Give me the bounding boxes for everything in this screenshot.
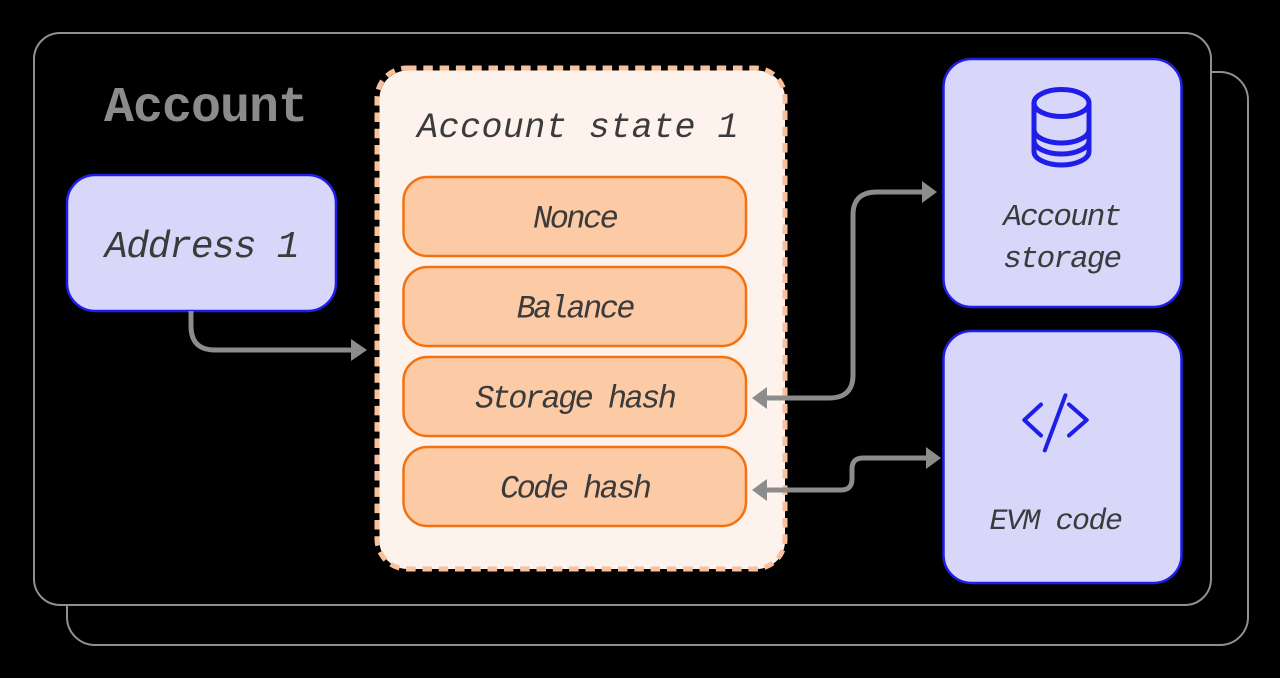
svg-text:EVM code: EVM code [989,505,1122,539]
svg-text:Balance: Balance [517,291,635,328]
svg-text:Account: Account [104,80,307,137]
svg-text:Code hash: Code hash [500,471,651,508]
svg-text:Nonce: Nonce [533,201,617,238]
svg-text:Account: Account [1001,200,1120,235]
svg-text:Address 1: Address 1 [103,226,299,269]
svg-text:storage: storage [1003,242,1120,277]
svg-text:Storage hash: Storage hash [475,381,676,418]
svg-text:Account state 1: Account state 1 [415,108,739,148]
